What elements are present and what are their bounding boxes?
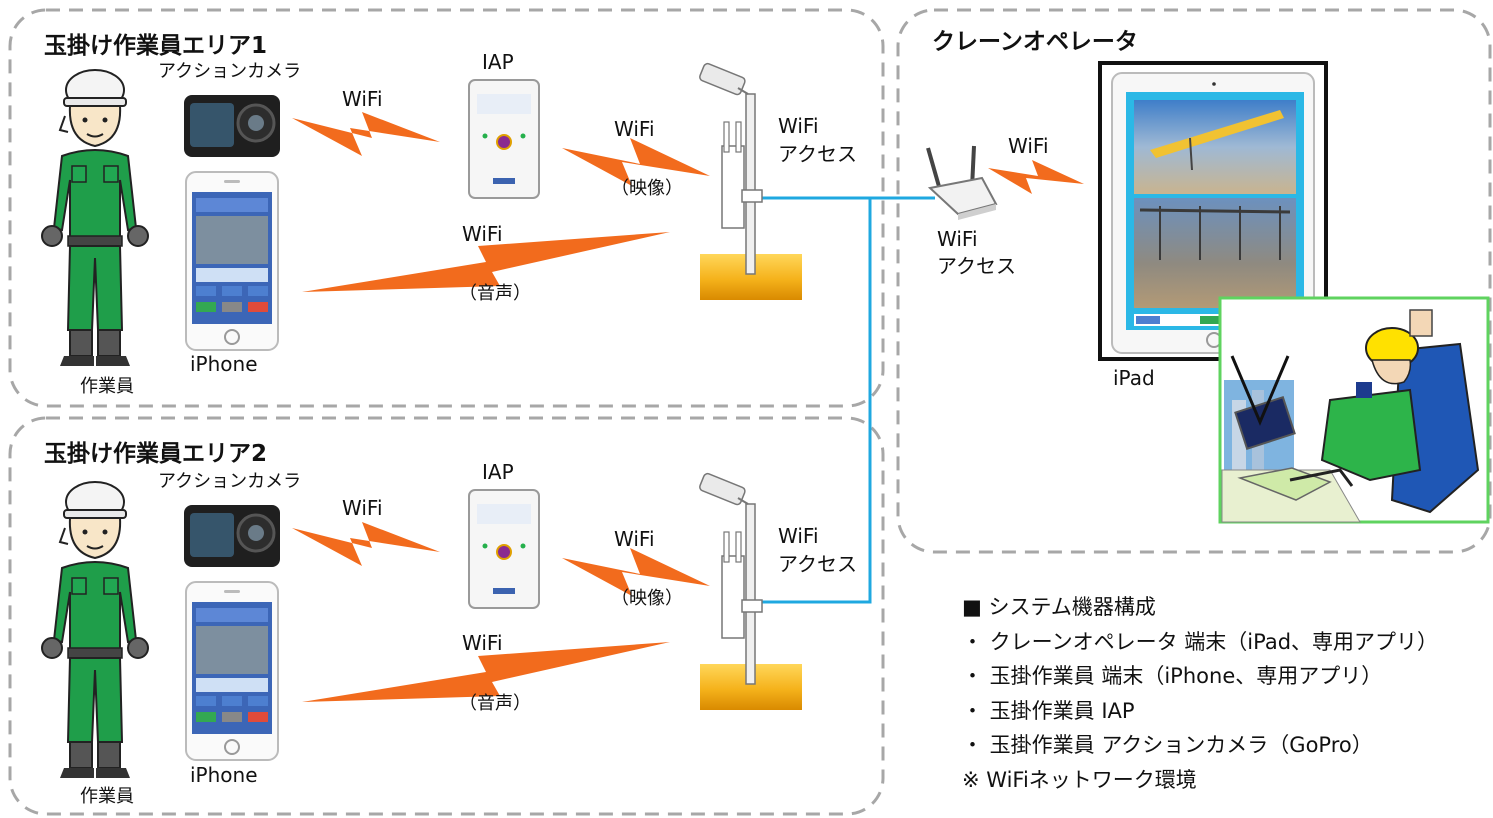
- wifi-bolt-icon: [302, 232, 670, 292]
- operator-region: [896, 8, 1492, 554]
- router-label: WiFi: [937, 227, 978, 251]
- iap-device-icon: [468, 489, 540, 609]
- access-point-pole-icon: [697, 61, 803, 301]
- video-note: （映像）: [611, 178, 683, 199]
- ipad-label: iPad: [1113, 366, 1155, 390]
- tablet-icon: [1098, 61, 1328, 361]
- system-config-item: ・ 玉掛作業員 IAP: [962, 698, 1135, 723]
- crane-operator-icon: [1218, 296, 1490, 524]
- network-cable: [746, 196, 872, 604]
- video-note: （映像）: [611, 588, 683, 609]
- camera-label: アクションカメラ: [158, 471, 302, 492]
- wifi-bolt-icon: [292, 522, 440, 566]
- callout-pointer: [1230, 355, 1290, 426]
- area-1-title: 玉掛け作業員エリア1: [44, 33, 268, 59]
- worker-icon: [41, 69, 149, 367]
- smartphone-icon: [185, 581, 279, 761]
- wifi-bolt-icon: [302, 642, 670, 702]
- wifi-bolt-icon: [292, 112, 440, 156]
- wifi-phone-label: WiFi: [462, 222, 503, 246]
- system-config-note: ※ WiFiネットワーク環境: [962, 767, 1197, 792]
- wifi-video-label: WiFi: [614, 527, 655, 551]
- system-config-item: ・ クレーンオペレータ 端末（iPad、専用アプリ）: [962, 629, 1439, 654]
- worker-label: 作業員: [80, 376, 134, 397]
- iap-device-icon: [468, 79, 540, 199]
- system-config-item: ・ 玉掛作業員 アクションカメラ（GoPro）: [962, 733, 1373, 757]
- access-point-pole-icon: [697, 471, 803, 711]
- wifi-camera-label: WiFi: [342, 496, 383, 520]
- action-camera-icon: [182, 93, 282, 159]
- wifi-router-icon: [926, 145, 998, 220]
- wifi-bolt-icon: [562, 138, 710, 186]
- wifi-bolts: [292, 112, 1084, 702]
- system-config-heading: ■ システム機器構成: [962, 595, 1156, 619]
- phone-label: iPhone: [190, 352, 258, 376]
- smartphone-icon: [185, 171, 279, 351]
- iap-label: IAP: [482, 460, 514, 484]
- access-point-label-2: アクセス: [778, 552, 857, 576]
- audio-note: （音声）: [459, 693, 531, 714]
- worker-icon: [41, 481, 149, 779]
- operator-title: クレーンオペレータ: [932, 29, 1138, 55]
- access-point-label: WiFi: [778, 114, 819, 138]
- wifi-phone-label: WiFi: [462, 631, 503, 655]
- camera-label: アクションカメラ: [158, 61, 302, 82]
- iap-label: IAP: [482, 50, 514, 74]
- worker-label: 作業員: [80, 786, 134, 807]
- system-config-list: ■ システム機器構成 ・ クレーンオペレータ 端末（iPad、専用アプリ） ・ …: [962, 590, 1438, 797]
- action-camera-icon: [182, 503, 282, 569]
- area-2-title: 玉掛け作業員エリア2: [44, 441, 268, 467]
- system-config-item: ・ 玉掛作業員 端末（iPhone、専用アプリ）: [962, 664, 1383, 688]
- access-point-label: WiFi: [778, 524, 819, 548]
- wifi-camera-label: WiFi: [342, 87, 383, 111]
- operator-wifi-label: WiFi: [1008, 134, 1049, 158]
- phone-label: iPhone: [190, 763, 258, 787]
- area-2-region: [8, 416, 885, 816]
- wifi-bolt-icon: [562, 548, 710, 596]
- area-1-region: [8, 8, 885, 408]
- router-label-2: アクセス: [937, 254, 1016, 278]
- wifi-video-label: WiFi: [614, 117, 655, 141]
- wifi-bolt-icon: [988, 160, 1084, 194]
- access-point-label-2: アクセス: [778, 142, 857, 166]
- audio-note: （音声）: [459, 283, 531, 304]
